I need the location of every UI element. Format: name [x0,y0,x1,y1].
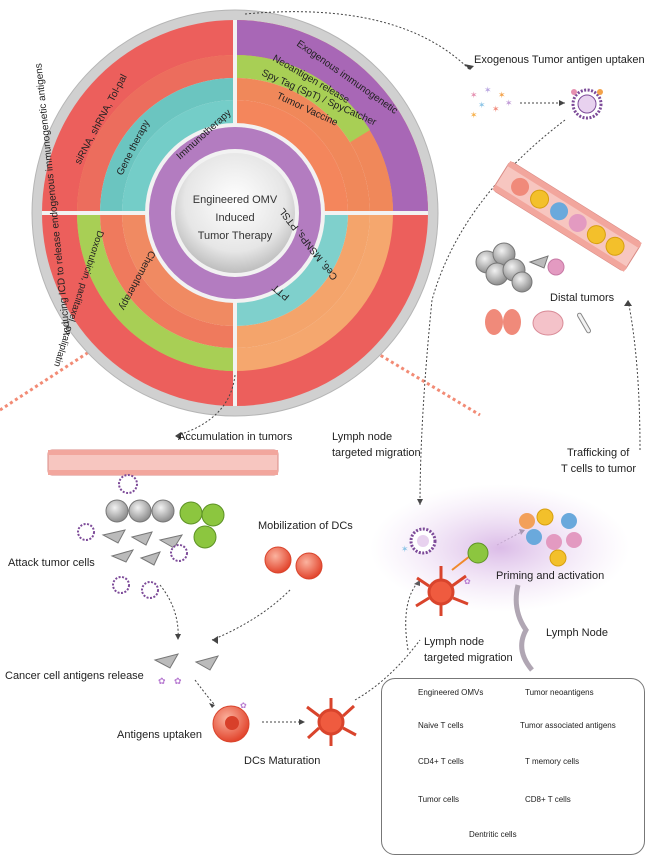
svg-text:✶: ✶ [401,544,409,554]
mobilized-dcs [264,546,323,580]
label-mobilization: Mobilization of DCs [258,520,353,532]
svg-text:✶: ✶ [478,100,486,110]
svg-text:✶: ✶ [470,90,478,100]
distal-blood-vessel [492,160,642,272]
tumor-site-cells [77,499,225,599]
legend-cd8: CD8+ T cells [525,795,571,804]
organ-icons [485,309,591,336]
mature-dc [306,698,357,746]
legend-tumor-associated: Tumor associated antigens [520,721,616,730]
label-dcs-maturation: DCs Maturation [244,755,321,767]
svg-text:✿: ✿ [158,676,166,686]
label-accumulation: Accumulation in tumors [178,431,293,443]
svg-text:✿: ✿ [174,676,182,686]
label-lymph-node: Lymph Node [546,627,608,639]
svg-text:✶: ✶ [470,110,478,120]
distal-tumor-cells [475,242,565,293]
label-lymph-migration-bottom-1: Lymph node [424,636,485,648]
svg-text:✶: ✶ [492,104,500,114]
label-lymph-migration-bottom-2: targeted migration [424,652,513,664]
label-attack: Attack tumor cells [8,557,95,569]
svg-text:✿: ✿ [464,577,471,586]
center-line-3: Tumor Therapy [198,230,273,242]
label-exogenous-uptaken: Exogenous Tumor antigen uptaken [474,54,645,66]
legend-box: Engineered OMVs Tumor neoantigens Naive … [381,678,645,855]
legend-t-memory: T memory cells [525,757,580,766]
legend-naive-t: Naive T cells [418,721,464,730]
svg-text:✶: ✶ [484,85,492,95]
legend-tumor-cells: Tumor cells [418,795,460,804]
svg-text:✶: ✶ [505,98,513,108]
label-antigens-uptaken: Antigens uptaken [117,729,203,741]
label-distal-tumors: Distal tumors [550,292,615,304]
center-line-2: Induced [215,212,254,224]
lymph-node: ✶ ✿ [370,484,630,672]
center-line-1: Engineered OMV [193,194,278,206]
label-antigens-release: Cancer cell antigens release [5,670,144,682]
label-lymph-migration-top-2: targeted migration [332,447,421,459]
legend-engineered-omvs: Engineered OMVs [418,688,484,697]
legend-dendritic: Dentritic cells [469,830,517,839]
label-priming: Priming and activation [496,570,605,582]
antigen-cluster: ✶ ✶ ✶ ✶ ✶ ✶ ✶ [470,85,513,120]
antigen-release: ✿ ✿ [153,653,220,686]
omv-loaded-icon [571,88,603,120]
label-lymph-migration-top-1: Lymph node [332,431,393,443]
svg-text:✿: ✿ [240,701,247,710]
antigen-uptake-dc: ✿ [212,701,250,743]
tumor-blood-vessel [47,449,279,494]
label-trafficking-1: Trafficking of [567,447,630,459]
label-trafficking-2: T cells to tumor [561,463,636,475]
svg-text:✶: ✶ [498,90,506,100]
legend-tumor-neoantigens: Tumor neoantigens [525,688,594,697]
therapy-wheel [31,9,439,417]
legend-cd4: CD4+ T cells [418,757,464,766]
